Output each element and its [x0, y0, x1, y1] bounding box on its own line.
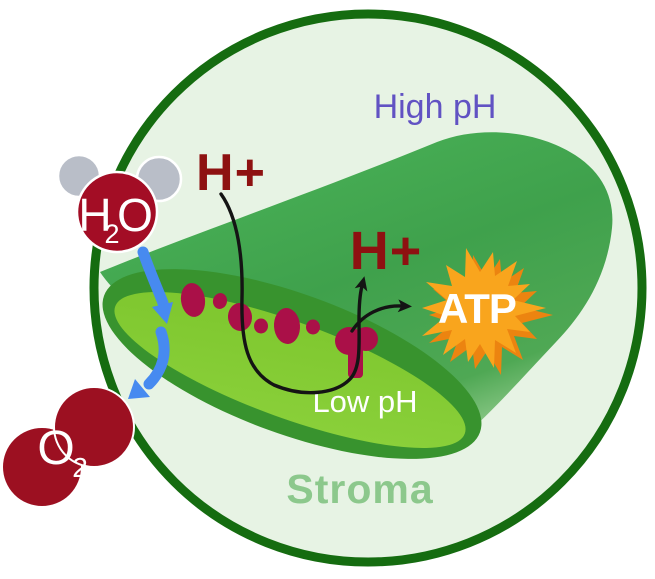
- h-plus-label-synthase: H+: [350, 221, 423, 281]
- atp-starburst: ATP: [422, 248, 553, 375]
- electron-transport-chain: [180, 283, 378, 378]
- membrane-protein: [180, 283, 206, 317]
- water-formula-sub: 2: [104, 219, 119, 249]
- membrane-protein: [254, 318, 268, 334]
- water-formula-o: O: [117, 189, 153, 241]
- water-formula-h: H: [78, 189, 111, 241]
- oxygen-formula-sub: 2: [72, 452, 88, 483]
- water-flow-arrow-2: [143, 326, 170, 390]
- water-molecule: H 2 O: [56, 153, 183, 254]
- water-flow-arrowhead-1: [152, 302, 173, 324]
- h-plus-label-stroma: H+: [196, 144, 266, 202]
- oxygen-formula-o: O: [37, 422, 74, 475]
- oxygen-molecule: O 2: [1, 386, 135, 508]
- high-ph-label: High pH: [374, 88, 497, 126]
- water-flow-arrows: [128, 246, 173, 399]
- membrane-protein: [273, 308, 301, 344]
- atp-label: ATP: [438, 285, 516, 332]
- membrane-protein: [212, 293, 228, 309]
- water-flow-arrow-1: [137, 246, 169, 309]
- membrane-protein: [227, 303, 253, 331]
- membrane-protein: [306, 319, 320, 335]
- oxygen-atom: [53, 386, 135, 468]
- water-flow-arrowhead-2: [128, 379, 150, 399]
- stroma-label: Stroma: [286, 466, 433, 512]
- atp-output-arrow: [350, 299, 412, 333]
- thylakoid-lumen: [114, 292, 466, 448]
- atp-starburst-main: [422, 248, 546, 368]
- oxygen-atom: [75, 170, 159, 254]
